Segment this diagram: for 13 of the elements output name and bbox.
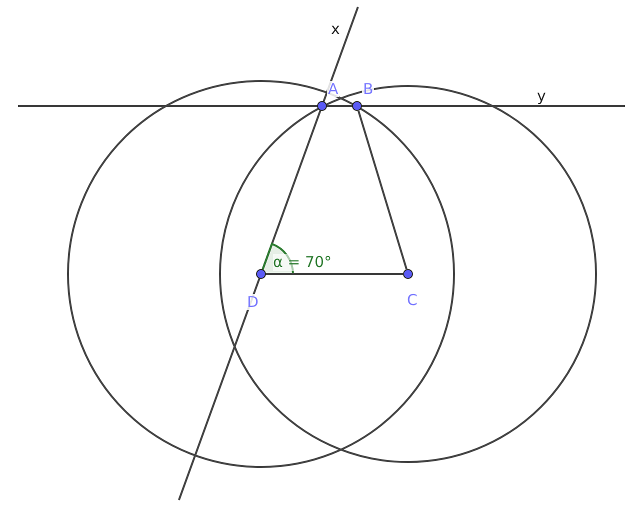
line-segment [358, 110, 408, 270]
point-label: D [246, 294, 260, 310]
point [352, 101, 362, 111]
point-label: C [406, 292, 418, 308]
point [317, 101, 327, 111]
point-label: A [327, 81, 340, 97]
point-label: B [362, 81, 374, 97]
line-label: x [331, 21, 340, 38]
angle-label: α = 70° [273, 254, 332, 271]
point [403, 269, 413, 279]
point [256, 269, 266, 279]
line-label: y [537, 88, 546, 105]
line-segment [266, 273, 403, 275]
